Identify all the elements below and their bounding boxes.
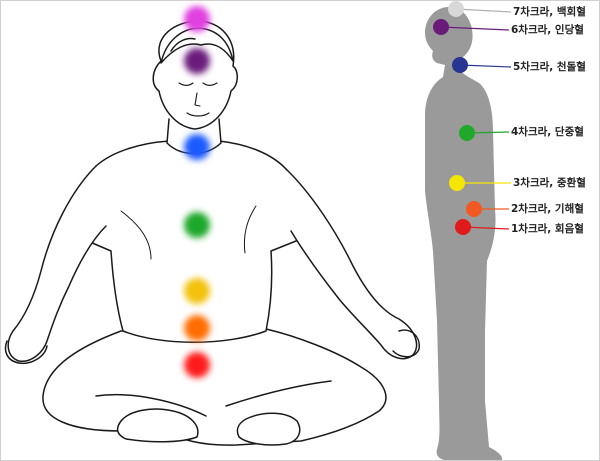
front-chakra-4-glow <box>184 212 210 238</box>
front-chakra-3-glow <box>184 278 210 304</box>
side-chakra-7-dot <box>448 1 464 17</box>
side-chakra-1-dot <box>455 219 471 235</box>
chakra-label-6: 6차크라, 인당혈 <box>511 24 584 36</box>
front-chakra-6-glow <box>184 48 210 74</box>
side-chakra-3-dot <box>449 175 465 191</box>
leader-line-7 <box>455 8 512 13</box>
chakra-label-3: 3차크라, 중환혈 <box>513 177 586 189</box>
side-chakra-5-dot <box>452 57 468 73</box>
chakra-label-2: 2차크라, 기해혈 <box>511 203 584 215</box>
side-chakra-2-dot <box>466 201 482 217</box>
chakra-label-4: 4차크라, 단중혈 <box>511 126 584 138</box>
side-chakra-4-dot <box>459 125 475 141</box>
leader-line-5 <box>459 64 512 68</box>
meditating-figure <box>4 20 420 446</box>
front-chakra-5-glow <box>184 134 210 160</box>
side-chakra-6-dot <box>433 19 449 35</box>
chakra-label-1: 1차크라, 회음혈 <box>511 223 584 235</box>
front-chakra-2-glow <box>184 315 210 341</box>
chakra-label-7: 7차크라, 백회혈 <box>513 6 586 18</box>
front-chakra-glows <box>184 6 210 378</box>
front-chakra-7-glow <box>184 6 210 32</box>
chakra-label-5: 5차크라, 천돌혈 <box>513 61 586 73</box>
side-chakra-dots <box>433 1 482 235</box>
front-chakra-1-glow <box>184 352 210 378</box>
leader-line-6 <box>440 26 510 31</box>
